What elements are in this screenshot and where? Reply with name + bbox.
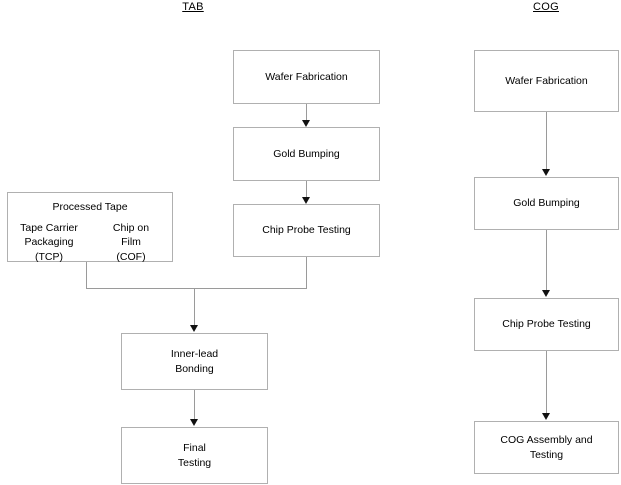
tab-connector-merge-to-inner-lead (194, 288, 195, 326)
tab-connector-tape-to-merge (86, 262, 87, 289)
tab-node-final-testing-label: Final Testing (177, 442, 212, 469)
cog-arrowhead-gold-to-probe (542, 290, 550, 297)
tab-connector-wafer-to-gold (306, 104, 307, 121)
tab-node-wafer-fabrication-label: Wafer Fabrication (265, 70, 348, 83)
column-title-cog: COG (533, 1, 559, 13)
cog-node-gold-bumping-label: Gold Bumping (513, 197, 580, 210)
tab-node-inner-lead-bonding[interactable]: Inner-lead Bonding (121, 333, 268, 390)
cog-arrowhead-wafer-to-gold (542, 169, 550, 176)
cog-connector-probe-to-assembly (546, 351, 547, 414)
tab-node-final-testing[interactable]: Final Testing (121, 427, 268, 484)
tab-connector-gold-to-probe (306, 181, 307, 198)
cog-connector-wafer-to-gold (546, 112, 547, 170)
tab-arrowhead-gold-to-probe (302, 197, 310, 204)
tab-node-processed-tape[interactable]: Processed Tape Tape Carrier Packaging (T… (7, 192, 173, 264)
tab-node-chip-probe-testing[interactable]: Chip Probe Testing (233, 204, 380, 257)
tab-arrowhead-wafer-to-gold (302, 120, 310, 127)
tab-arrowhead-inner-lead-to-final (190, 419, 198, 426)
cog-node-cog-assembly-and-testing[interactable]: COG Assembly and Testing (474, 421, 619, 474)
tab-node-processed-tape-header: Processed Tape (52, 201, 128, 213)
cog-node-chip-probe-testing[interactable]: Chip Probe Testing (474, 298, 619, 351)
tab-node-gold-bumping-label: Gold Bumping (273, 147, 340, 160)
tab-node-gold-bumping[interactable]: Gold Bumping (233, 127, 380, 181)
cog-node-chip-probe-testing-label: Chip Probe Testing (502, 318, 591, 331)
tab-connector-probe-to-merge (306, 257, 307, 289)
cog-node-wafer-fabrication[interactable]: Wafer Fabrication (474, 50, 619, 112)
tab-node-processed-tape-columns: Tape Carrier Packaging (TCP) Chip on Fil… (8, 214, 172, 264)
tab-connector-merge-bus (86, 288, 307, 289)
cog-arrowhead-probe-to-assembly (542, 413, 550, 420)
tab-connector-inner-lead-to-final (194, 390, 195, 420)
tab-node-processed-tape-tcp: Tape Carrier Packaging (TCP) (20, 222, 78, 263)
cog-node-cog-assembly-and-testing-label: COG Assembly and Testing (500, 434, 593, 461)
tab-node-wafer-fabrication[interactable]: Wafer Fabrication (233, 50, 380, 104)
tab-node-chip-probe-testing-label: Chip Probe Testing (262, 224, 351, 237)
tab-node-processed-tape-cof: Chip on Film (COF) (112, 222, 150, 263)
cog-connector-gold-to-probe (546, 230, 547, 291)
tab-arrowhead-merge-to-inner-lead (190, 325, 198, 332)
cog-node-wafer-fabrication-label: Wafer Fabrication (505, 74, 588, 87)
tab-node-inner-lead-bonding-label: Inner-lead Bonding (170, 348, 219, 375)
cog-node-gold-bumping[interactable]: Gold Bumping (474, 177, 619, 230)
column-title-tab: TAB (182, 1, 204, 13)
